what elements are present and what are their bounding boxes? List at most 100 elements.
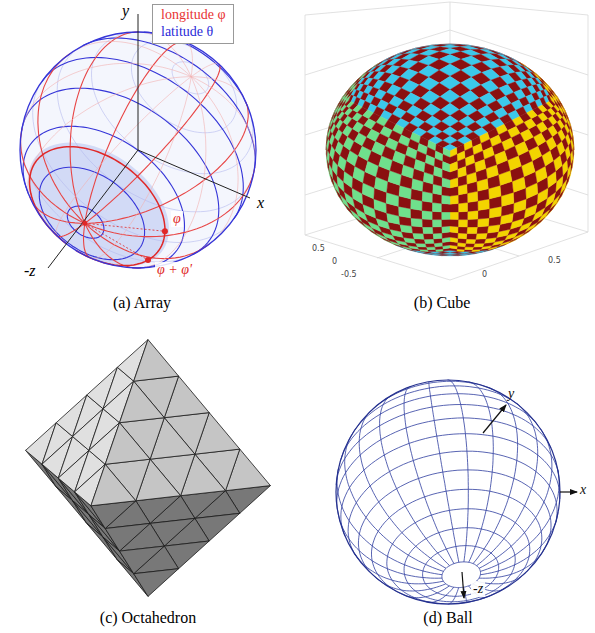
y-axis-arrow (483, 405, 506, 433)
checker-cell (450, 162, 458, 172)
checker-cell (467, 210, 478, 219)
legend-text: longitude φ (161, 7, 225, 22)
panel-caption: (c) Octahedron (100, 609, 196, 627)
pole-to-point (85, 223, 148, 260)
grid-latitude (387, 509, 530, 604)
z-axis (48, 150, 138, 268)
grid-latitude (467, 451, 557, 524)
tick-label: -0.5 (341, 270, 357, 279)
checker-cell (433, 203, 442, 212)
panel-caption: (b) Cube (414, 294, 470, 312)
checker-cell (442, 219, 450, 226)
axis-label: y (122, 2, 129, 20)
checker-cell (474, 243, 485, 247)
checker-cell (443, 162, 451, 172)
legend-row: latitude θ (161, 24, 225, 41)
checker-cell (412, 226, 424, 234)
checker-cell (458, 211, 467, 219)
longitude-line (84, 223, 91, 258)
checker-cell (465, 243, 475, 247)
x-axis-arrow (560, 491, 577, 492)
grid-latitude (372, 489, 469, 595)
pole-point (82, 221, 87, 226)
checker-cell (450, 219, 458, 226)
checker-cell (450, 195, 458, 204)
latitude-line (92, 32, 253, 174)
checker-cell (411, 218, 423, 227)
tick-label: 0.5 (312, 244, 325, 253)
grid-longitude (468, 382, 493, 562)
latitude-line (42, 58, 96, 82)
axes-grid-line (377, 212, 519, 256)
octahedron-facet (91, 464, 136, 506)
latitude-line (131, 40, 236, 133)
checker-cell (433, 233, 442, 239)
checker-cell (425, 243, 435, 247)
axes-grid-line (588, 15, 589, 232)
array-sphere (20, 14, 256, 268)
z-axis-arrow (462, 572, 464, 598)
grid-longitude (477, 403, 538, 566)
checker-cell (442, 226, 450, 233)
longitude-line (85, 223, 141, 268)
checker-cell (422, 201, 433, 211)
axes-grid-line (450, 2, 588, 15)
angle-label: φ + φ' (155, 262, 194, 278)
ball-sphere (336, 380, 577, 604)
checker-cell (414, 159, 425, 172)
panel-caption: (a) Array (113, 294, 171, 312)
grid-latitude (461, 405, 551, 448)
checker-cell (423, 227, 434, 234)
grid-latitude (358, 470, 468, 580)
grid-longitude (359, 410, 446, 569)
checker-cell (494, 151, 507, 165)
checker-cell (404, 155, 416, 168)
grid-latitude (341, 394, 458, 460)
sphere-outline (336, 380, 560, 604)
checker-cell (467, 219, 478, 227)
checker-cell (458, 220, 467, 227)
legend-row: longitude φ (161, 7, 225, 24)
grid-longitude (426, 587, 454, 602)
axis-label: x (580, 482, 586, 498)
checker-cell (458, 233, 467, 239)
latitude-line (72, 126, 185, 268)
grid-longitude (473, 388, 517, 563)
grid-latitude (337, 418, 464, 511)
checker-cell (466, 239, 476, 244)
tick-label: 0 (482, 270, 487, 279)
grid-latitude (468, 489, 542, 574)
checker-cell (450, 212, 458, 220)
grid-longitude (404, 586, 449, 598)
checker-cell (442, 212, 450, 220)
checker-cell (475, 239, 486, 244)
checker-cell (416, 243, 427, 247)
axis-label: -z (471, 581, 485, 597)
checker-cell (433, 220, 442, 227)
axes-grid-line (377, 211, 519, 258)
longitude-line (85, 41, 187, 223)
grid-latitude (336, 405, 461, 486)
axis-label: y (508, 386, 514, 402)
checker-cell (393, 151, 406, 165)
checker-cell (450, 226, 458, 233)
angle-point (162, 228, 168, 234)
octahedron-facet (105, 423, 150, 465)
checker-cell (467, 227, 478, 234)
marked-latitude (70, 147, 165, 266)
grid-longitude (380, 395, 450, 566)
shaded-cap (28, 143, 169, 267)
sphere-body (336, 380, 560, 604)
checker-cell (422, 219, 433, 227)
grid-longitude (448, 588, 459, 604)
octahedron-facet (105, 523, 150, 551)
checker-cell (424, 163, 434, 175)
checker-cell (467, 201, 478, 211)
checker-cell (433, 227, 442, 234)
cube-sphere (305, 2, 588, 280)
panel-caption: (d) Ball (423, 609, 472, 627)
checker-cell (424, 239, 434, 244)
longitude-line (85, 167, 255, 237)
longitude-line (191, 77, 238, 244)
checker-cell (450, 204, 458, 213)
